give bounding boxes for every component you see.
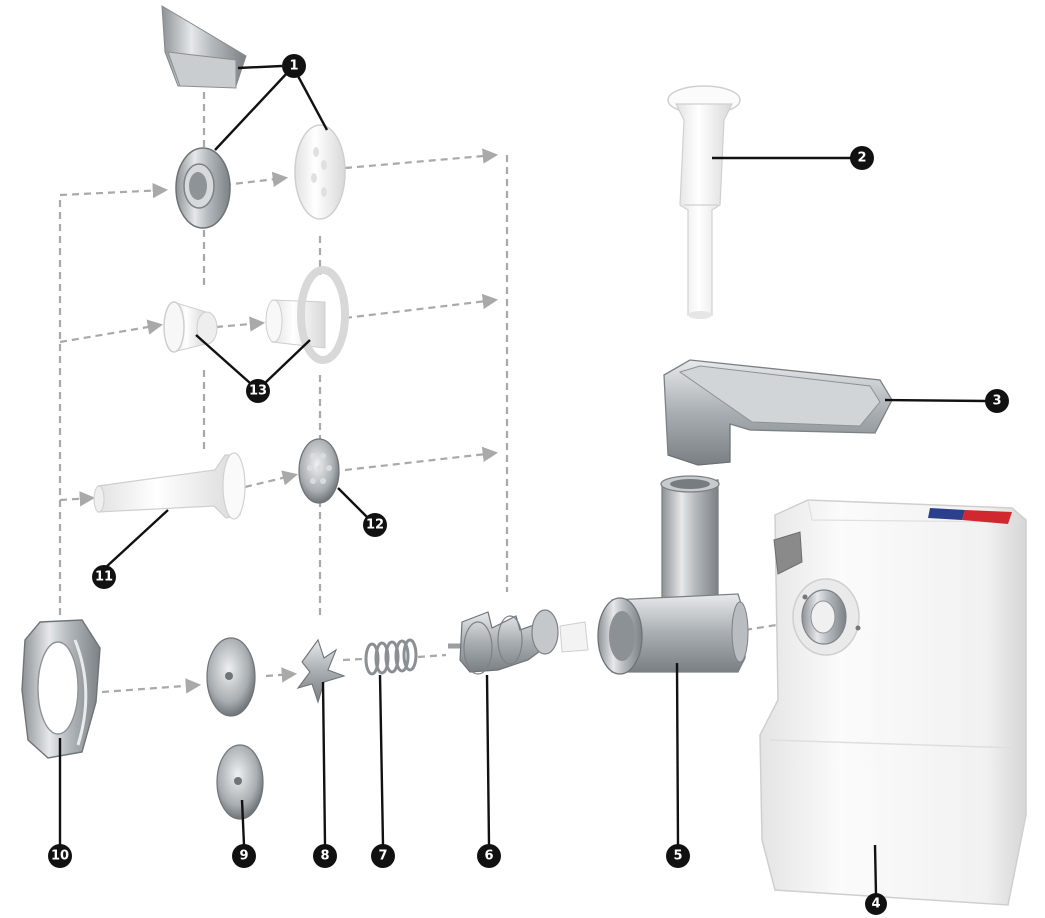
callout-2-label: 2 xyxy=(857,151,866,166)
part-2-food-pusher xyxy=(667,85,741,319)
callout-4-label: 4 xyxy=(871,897,880,912)
callout-11: 11 xyxy=(92,565,116,589)
callout-6-label: 6 xyxy=(484,849,493,864)
callout-13: 13 xyxy=(246,379,270,403)
callout-7: 7 xyxy=(371,844,395,868)
callout-1-label: 1 xyxy=(289,59,298,74)
part-5-grinder-head xyxy=(597,475,749,675)
callout-6: 6 xyxy=(477,844,501,868)
part-10-ring-nut xyxy=(21,619,101,759)
part-8-cross-blade xyxy=(296,638,346,704)
callout-10: 10 xyxy=(48,844,72,868)
callout-5: 5 xyxy=(666,844,690,868)
part-4-motor-housing xyxy=(759,499,1027,906)
part-9-cutting-plate-lower xyxy=(216,744,264,820)
callout-3-label: 3 xyxy=(992,394,1001,409)
callout-8: 8 xyxy=(313,844,337,868)
callout-11-label: 11 xyxy=(95,570,113,585)
callout-10-label: 10 xyxy=(51,849,69,864)
callout-12-label: 12 xyxy=(366,518,384,533)
part-1-white-disc xyxy=(294,124,346,220)
part-7-spring xyxy=(364,638,418,676)
callout-1: 1 xyxy=(282,54,306,78)
part-9-cutting-plate-upper xyxy=(206,637,256,717)
callout-12: 12 xyxy=(363,513,387,537)
callout-4: 4 xyxy=(865,893,887,915)
callout-5-label: 5 xyxy=(673,849,682,864)
assembly-guide-lines xyxy=(58,92,799,694)
callout-3: 3 xyxy=(985,389,1009,413)
callout-2: 2 xyxy=(850,146,874,170)
part-11-sausage-horn xyxy=(93,452,246,520)
part-12-perforated-disc xyxy=(298,438,340,504)
part-6-auger-screw xyxy=(448,609,589,675)
part-13-large-adapter xyxy=(265,266,349,364)
part-3-hopper-tray xyxy=(663,359,893,466)
callout-9-label: 9 xyxy=(239,849,248,864)
callout-7-label: 7 xyxy=(378,849,387,864)
leader-lines xyxy=(58,64,987,896)
callout-9: 9 xyxy=(232,844,256,868)
callout-13-label: 13 xyxy=(249,384,267,399)
callout-8-label: 8 xyxy=(320,849,329,864)
part-1-metal-ring xyxy=(175,147,231,229)
part-1-bracket xyxy=(161,5,247,89)
part-13-small-adapter xyxy=(163,301,218,353)
